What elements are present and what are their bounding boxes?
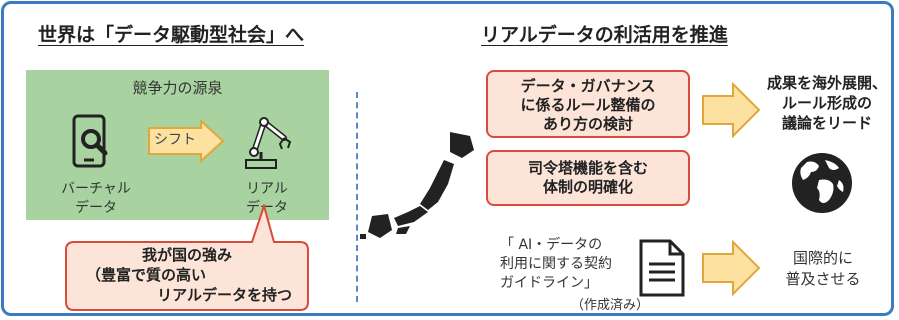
guideline-text: 「 AI・データの 利用に関する契約 ガイドライン」 (500, 237, 612, 291)
robot-arm-icon (245, 117, 292, 169)
competitiveness-heading: 競争力の源泉 (132, 79, 223, 97)
virtual-data-label: バーチャル データ (61, 181, 131, 216)
strength-callout-shape (65, 204, 309, 311)
document-icon (639, 239, 685, 297)
real-data-label: リアル データ (246, 181, 288, 216)
spread-arrow-icon (702, 240, 761, 296)
expansion-arrow-icon (702, 82, 761, 138)
governance-box: データ・ガバナンス に係るルール整備の あり方の検討 (486, 70, 690, 138)
right-title: リアルデータの利活用を推進 (481, 24, 728, 46)
guideline-status: （作成済み） (570, 298, 649, 313)
globe-icon (792, 153, 852, 213)
smartphone-search-icon (72, 114, 108, 168)
left-title: 世界は「データ駆動型社会」へ (38, 24, 305, 46)
outer-frame (1, 1, 894, 316)
japan-map-icon (360, 132, 474, 239)
strength-callout-text: 我が国の強み （豊富で質の高い リアルデータを持つ (86, 246, 292, 304)
section-divider (356, 92, 358, 302)
result-text: 成果を海外展開、 ルール形成の 議論をリード (766, 74, 887, 132)
command-structure-box: 司令塔機能を含む 体制の明確化 (486, 150, 690, 206)
shift-label: シフト (154, 132, 196, 148)
international-text: 国際的に 普及させる (785, 249, 861, 288)
shift-arrow-icon (148, 119, 225, 163)
